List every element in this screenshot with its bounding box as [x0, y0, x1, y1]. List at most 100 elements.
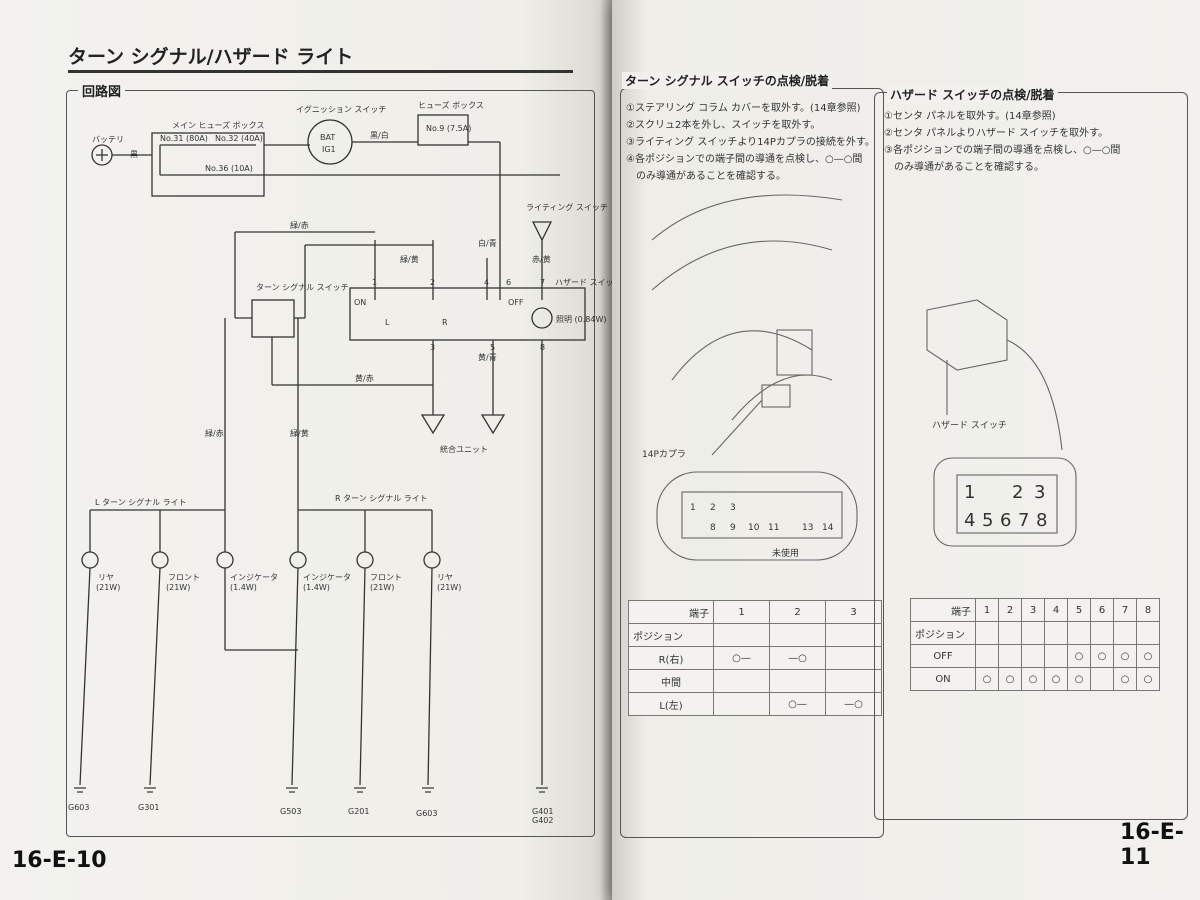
bulb-watt: (1.4W)	[303, 583, 330, 592]
step-text: ②スクリュ2本を外し、スイッチを取外す。	[626, 120, 821, 131]
page-number-right: 16-E-11	[1120, 820, 1184, 870]
section-label: 回路図	[78, 81, 126, 100]
turn-switch-label: ターン シグナル スイッチ	[256, 282, 349, 292]
l-lights-label: L ターン シグナル ライト	[95, 497, 187, 507]
ground-label: G401	[532, 807, 553, 816]
ignition-switch-label: イグニッション スイッチ	[296, 104, 386, 114]
terminal-number: 3	[430, 343, 435, 352]
ig-bat: BAT	[320, 133, 335, 142]
page-number-left: 16-E-10	[12, 848, 107, 873]
illustrations: 14Pカプラ 未使用 ハザード スイッチ 1 2 3 8 9 10 11 13 …	[642, 194, 1077, 561]
fuse-box-label: ヒューズ ボックス	[418, 100, 484, 110]
right-page: ターン シグナル スイッチの点検/脱着 ①ステアリング コラム カバーを取外す。…	[612, 0, 1200, 900]
column-header: 8	[1136, 598, 1160, 622]
ground-label: G503	[280, 807, 301, 816]
ground-label: G201	[348, 807, 369, 816]
wire-label: 白/青	[478, 238, 497, 248]
ground-label: G603	[416, 809, 437, 818]
pin-number: 9	[730, 523, 736, 533]
pin-number: 5	[982, 510, 993, 531]
table-header-terminal: 端子	[910, 598, 976, 622]
wire-label: 黄/青	[478, 352, 497, 362]
bulb-name: フロント	[168, 573, 200, 582]
turn-steps: ①ステアリング コラム カバーを取外す。(14章参照) ②スクリュ2本を外し、ス…	[626, 100, 875, 185]
bulb-watt: (21W)	[370, 583, 394, 592]
hazard-lamp-label: 照明 (0.84W)	[556, 315, 607, 324]
ig-ig1: IG1	[322, 145, 336, 154]
bulb-watt: (21W)	[96, 583, 120, 592]
hazard-section-title: ハザード スイッチの点検/脱着	[887, 86, 1058, 103]
bulb-name: リヤ	[98, 573, 114, 582]
pin-number: 14	[822, 523, 834, 533]
bulb-name: リヤ	[437, 573, 453, 582]
wire-label: 緑/黄	[290, 428, 309, 438]
wire-label: 緑/赤	[290, 220, 309, 230]
hazard-steps: ①センタ パネルを取外す。(14章参照) ②センタ パネルよりハザード スイッチ…	[884, 108, 1120, 176]
unused-label: 未使用	[772, 547, 799, 559]
switch-l: L	[385, 318, 390, 327]
wire-label: 黒	[130, 150, 138, 159]
switch-on: ON	[354, 298, 366, 307]
step-text: のみ導通があることを確認する。	[884, 162, 1044, 173]
hazard-continuity-table: 端子 1 2 3 4 5 6 7 8 ポジション OFF○○○○ ON○○○○○…	[910, 598, 1160, 691]
step-text: のみ導通があることを確認する。	[626, 171, 786, 182]
pin-number: 11	[768, 523, 779, 533]
fuse-9: No.9 (7.5A)	[426, 124, 471, 133]
left-page: ターン シグナル/ハザード ライト 回路図	[0, 0, 612, 900]
step-text: ③各ポジションでの端子間の導通を点検し、○—○間	[884, 145, 1121, 156]
hazard-section-frame	[874, 92, 1188, 820]
page-title: ターン シグナル/ハザード ライト	[68, 46, 354, 68]
fuse-32: No.32 (40A)	[215, 134, 263, 143]
wire-label: 緑/黄	[400, 254, 419, 264]
pin-number: 2	[1012, 482, 1023, 503]
main-fuse-box-label: メイン ヒューズ ボックス	[172, 120, 264, 130]
terminal-number: 8	[540, 343, 545, 352]
ground-label: G301	[138, 803, 159, 812]
bulb-watt: (21W)	[166, 583, 190, 592]
fuse-36: No.36 (10A)	[205, 164, 253, 173]
title-underline	[68, 70, 573, 73]
switch-off: OFF	[508, 298, 524, 307]
turn-section-title: ターン シグナル スイッチの点検/脱着	[622, 72, 833, 89]
column-header: 1	[975, 598, 999, 622]
lighting-switch-label: ライティング スイッチ	[526, 202, 608, 212]
column-header: 5	[1067, 598, 1091, 622]
pin-number: 13	[802, 523, 813, 533]
table-header-position: ポジション	[910, 621, 976, 645]
row-label: L(左)	[628, 692, 714, 716]
row-label: R(右)	[628, 646, 714, 670]
step-text: ④各ポジションでの端子間の導通を点検し、○—○間	[626, 154, 863, 165]
terminal-number: 2	[430, 278, 435, 287]
turn-continuity-table: 端子 1 2 3 ポジション R(右)○——○ 中間 L(左)○——○	[628, 600, 882, 716]
pin-number: 4	[964, 510, 975, 531]
diagram-frame	[66, 90, 595, 837]
terminal-number: 7	[540, 278, 545, 287]
terminal-number: 6	[506, 278, 511, 287]
pin-number: 8	[1036, 510, 1047, 531]
pin-number: 1	[964, 482, 975, 503]
bulb-watt: (1.4W)	[230, 583, 257, 592]
terminal-number: 1	[372, 278, 377, 287]
hazard-switch-label: ハザード スイッチ	[932, 420, 1007, 431]
pin-number: 6	[1000, 510, 1011, 531]
fuse-31: No.31 (80A)	[160, 134, 208, 143]
wire-label: 緑/赤	[205, 428, 224, 438]
pin-number: 3	[1034, 482, 1045, 503]
row-label: 中間	[628, 669, 714, 693]
ground-label: G402	[532, 816, 553, 825]
pin-number: 3	[730, 503, 736, 513]
integrated-unit-label: 統合ユニット	[440, 444, 488, 454]
bulb-watt: (21W)	[437, 583, 461, 592]
pin-number: 10	[748, 523, 760, 533]
hazard-switch-label: ハザード スイッチ	[555, 278, 612, 287]
pin-number: 8	[710, 523, 716, 533]
column-header: 3	[1021, 598, 1045, 622]
column-header: 4	[1044, 598, 1068, 622]
table-header-terminal: 端子	[628, 600, 714, 624]
battery-label: バッテリ	[92, 135, 124, 144]
step-text: ①ステアリング コラム カバーを取外す。(14章参照)	[626, 103, 861, 114]
r-lights-label: R ターン シグナル ライト	[335, 493, 428, 503]
pin-number: 1	[690, 503, 696, 513]
connector-14p-label: 14Pカプラ	[642, 449, 686, 460]
column-header: 1	[713, 600, 770, 624]
